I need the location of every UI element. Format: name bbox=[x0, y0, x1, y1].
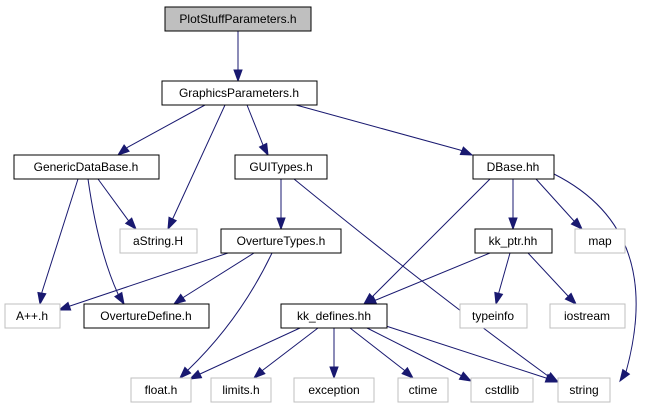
node-ctime: ctime bbox=[397, 377, 449, 403]
node-plotstuffparameters: PlotStuffParameters.h bbox=[164, 6, 312, 32]
edge-kkptr-to-typeinfo bbox=[494, 252, 511, 306]
arrowhead-icon bbox=[570, 217, 584, 231]
edge-kkdefines-to-limits bbox=[252, 327, 319, 379]
arrowhead-icon bbox=[172, 293, 187, 305]
arrowhead-icon bbox=[459, 146, 474, 156]
arrowhead-icon bbox=[329, 366, 339, 380]
node-label-app: A++.h bbox=[16, 309, 48, 323]
edges-layer bbox=[37, 31, 637, 383]
node-label-ctime: ctime bbox=[409, 383, 438, 397]
edge-kkdefines-to-float bbox=[188, 327, 301, 380]
edge-guitypes-to-overturetypes bbox=[276, 179, 286, 231]
edge-overturetypes-to-app bbox=[57, 252, 229, 311]
edge-graphics-to-dbase bbox=[295, 104, 474, 156]
edge-kkdefines-to-cstdlib bbox=[366, 327, 473, 382]
node-label-overturedefine: OvertureDefine.h bbox=[100, 309, 191, 323]
node-overturetypes[interactable]: OvertureTypes.h bbox=[220, 228, 342, 254]
node-kk-defines[interactable]: kk_defines.hh bbox=[280, 303, 388, 329]
node-label-float: float.h bbox=[145, 383, 178, 397]
node-label-iostream: iostream bbox=[564, 309, 610, 323]
arrowhead-icon bbox=[544, 373, 559, 383]
arrowhead-icon bbox=[233, 69, 243, 83]
arrowhead-icon bbox=[276, 217, 286, 231]
node-app: A++.h bbox=[4, 303, 61, 329]
arrowhead-icon bbox=[114, 291, 125, 306]
node-label-typeinfo: typeinfo bbox=[472, 309, 514, 323]
edge-kkdefines-to-string bbox=[385, 325, 559, 383]
arrowhead-icon bbox=[124, 217, 137, 231]
node-cstdlib: cstdlib bbox=[470, 377, 534, 403]
node-guitypes[interactable]: GUITypes.h bbox=[234, 154, 328, 180]
edge-overturetypes-to-overturedefine bbox=[172, 252, 255, 305]
node-label-genericdatabase: GenericDataBase.h bbox=[34, 160, 139, 174]
node-map: map bbox=[574, 228, 626, 254]
edge-graphics-to-astring bbox=[167, 104, 226, 231]
node-label-plotstuffparameters: PlotStuffParameters.h bbox=[179, 12, 296, 26]
arrowhead-icon bbox=[167, 216, 178, 231]
node-label-kk-defines: kk_defines.hh bbox=[297, 309, 371, 323]
node-exception: exception bbox=[293, 377, 375, 403]
node-label-string: string bbox=[569, 383, 598, 397]
node-label-overturetypes: OvertureTypes.h bbox=[237, 234, 326, 248]
edge-dbase-to-string bbox=[553, 173, 637, 383]
nodes-layer: PlotStuffParameters.h GraphicsParameters… bbox=[4, 6, 626, 403]
arrowhead-icon bbox=[508, 217, 518, 231]
node-label-limits: limits.h bbox=[222, 383, 259, 397]
node-graphicsparameters[interactable]: GraphicsParameters.h bbox=[161, 80, 318, 106]
edge-dbase-to-kkptr bbox=[508, 179, 518, 231]
edge-kkptr-to-kkdefines bbox=[363, 252, 491, 306]
node-iostream: iostream bbox=[549, 303, 626, 329]
node-label-graphicsparameters: GraphicsParameters.h bbox=[179, 86, 299, 100]
node-label-astring: aString.H bbox=[133, 234, 183, 248]
arrowhead-icon bbox=[401, 366, 415, 379]
arrowhead-icon bbox=[57, 301, 72, 311]
arrowhead-icon bbox=[178, 366, 192, 380]
arrowhead-icon bbox=[494, 291, 504, 306]
node-float: float.h bbox=[130, 377, 192, 403]
node-overturedefine: OvertureDefine.h bbox=[83, 303, 210, 329]
arrowhead-icon bbox=[188, 369, 203, 380]
edge-kkdefines-to-exception bbox=[329, 328, 339, 380]
edge-graphics-to-genericdb bbox=[116, 104, 206, 156]
edge-plotstuff-to-graphics bbox=[233, 31, 243, 83]
node-string: string bbox=[557, 377, 611, 403]
arrowhead-icon bbox=[37, 291, 47, 306]
arrowhead-icon bbox=[116, 144, 130, 156]
node-typeinfo: typeinfo bbox=[459, 303, 528, 329]
edge-kkptr-to-iostream bbox=[527, 252, 578, 306]
arrowhead-icon bbox=[458, 371, 473, 382]
arrowhead-icon bbox=[564, 292, 578, 306]
node-limits: limits.h bbox=[210, 377, 272, 403]
arrowhead-icon bbox=[619, 368, 631, 383]
arrowhead-icon bbox=[252, 366, 266, 379]
node-label-exception: exception bbox=[308, 383, 359, 397]
node-kk-ptr[interactable]: kk_ptr.hh bbox=[474, 228, 553, 254]
edge-genericdb-to-app bbox=[37, 178, 79, 306]
edge-genericdb-to-overturedefine bbox=[87, 178, 125, 306]
node-label-cstdlib: cstdlib bbox=[485, 383, 519, 397]
node-label-map: map bbox=[588, 234, 612, 248]
edge-overturetypes-to-float bbox=[178, 252, 273, 380]
node-genericdatabase[interactable]: GenericDataBase.h bbox=[13, 154, 160, 180]
edge-kkdefines-to-ctime bbox=[349, 327, 415, 379]
node-astring: aString.H bbox=[119, 228, 198, 254]
edge-graphics-to-guitypes bbox=[246, 104, 269, 157]
node-label-kk-ptr: kk_ptr.hh bbox=[489, 234, 538, 248]
node-label-guitypes: GUITypes.h bbox=[249, 160, 312, 174]
arrowhead-icon bbox=[258, 142, 269, 157]
node-label-dbase: DBase.hh bbox=[487, 160, 540, 174]
edge-dbase-to-map bbox=[535, 178, 584, 231]
edge-genericdb-to-astring bbox=[97, 178, 137, 231]
node-dbase[interactable]: DBase.hh bbox=[472, 154, 555, 180]
